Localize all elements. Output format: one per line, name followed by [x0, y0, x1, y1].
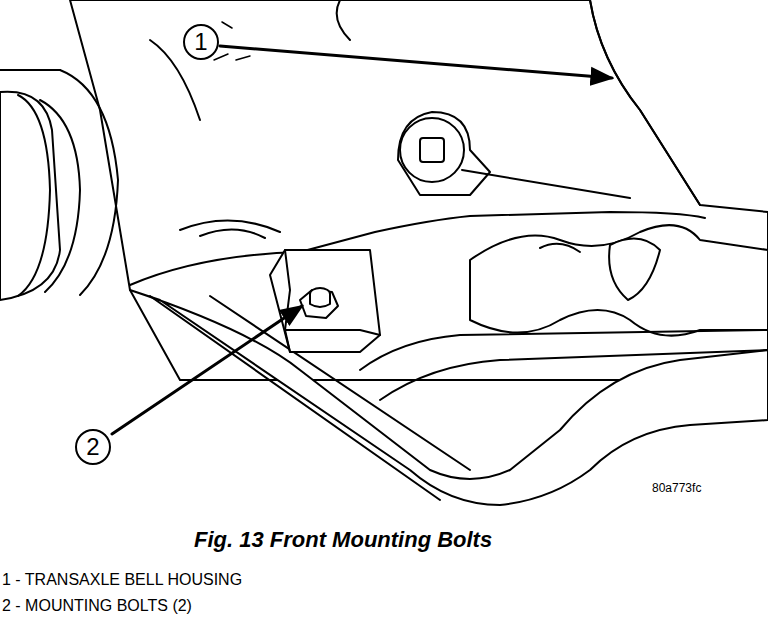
figure-caption: Fig. 13 Front Mounting Bolts	[194, 527, 492, 553]
callout-number: 2	[86, 435, 99, 459]
figure-code: 80a773fc	[652, 481, 701, 495]
callout-circle: 2	[75, 429, 111, 465]
legend-line: 2 - MOUNTING BOLTS (2)	[2, 597, 192, 615]
callout-number: 1	[194, 30, 207, 54]
callout-circle: 1	[183, 24, 219, 60]
legend-line: 1 - TRANSAXLE BELL HOUSING	[2, 571, 242, 589]
